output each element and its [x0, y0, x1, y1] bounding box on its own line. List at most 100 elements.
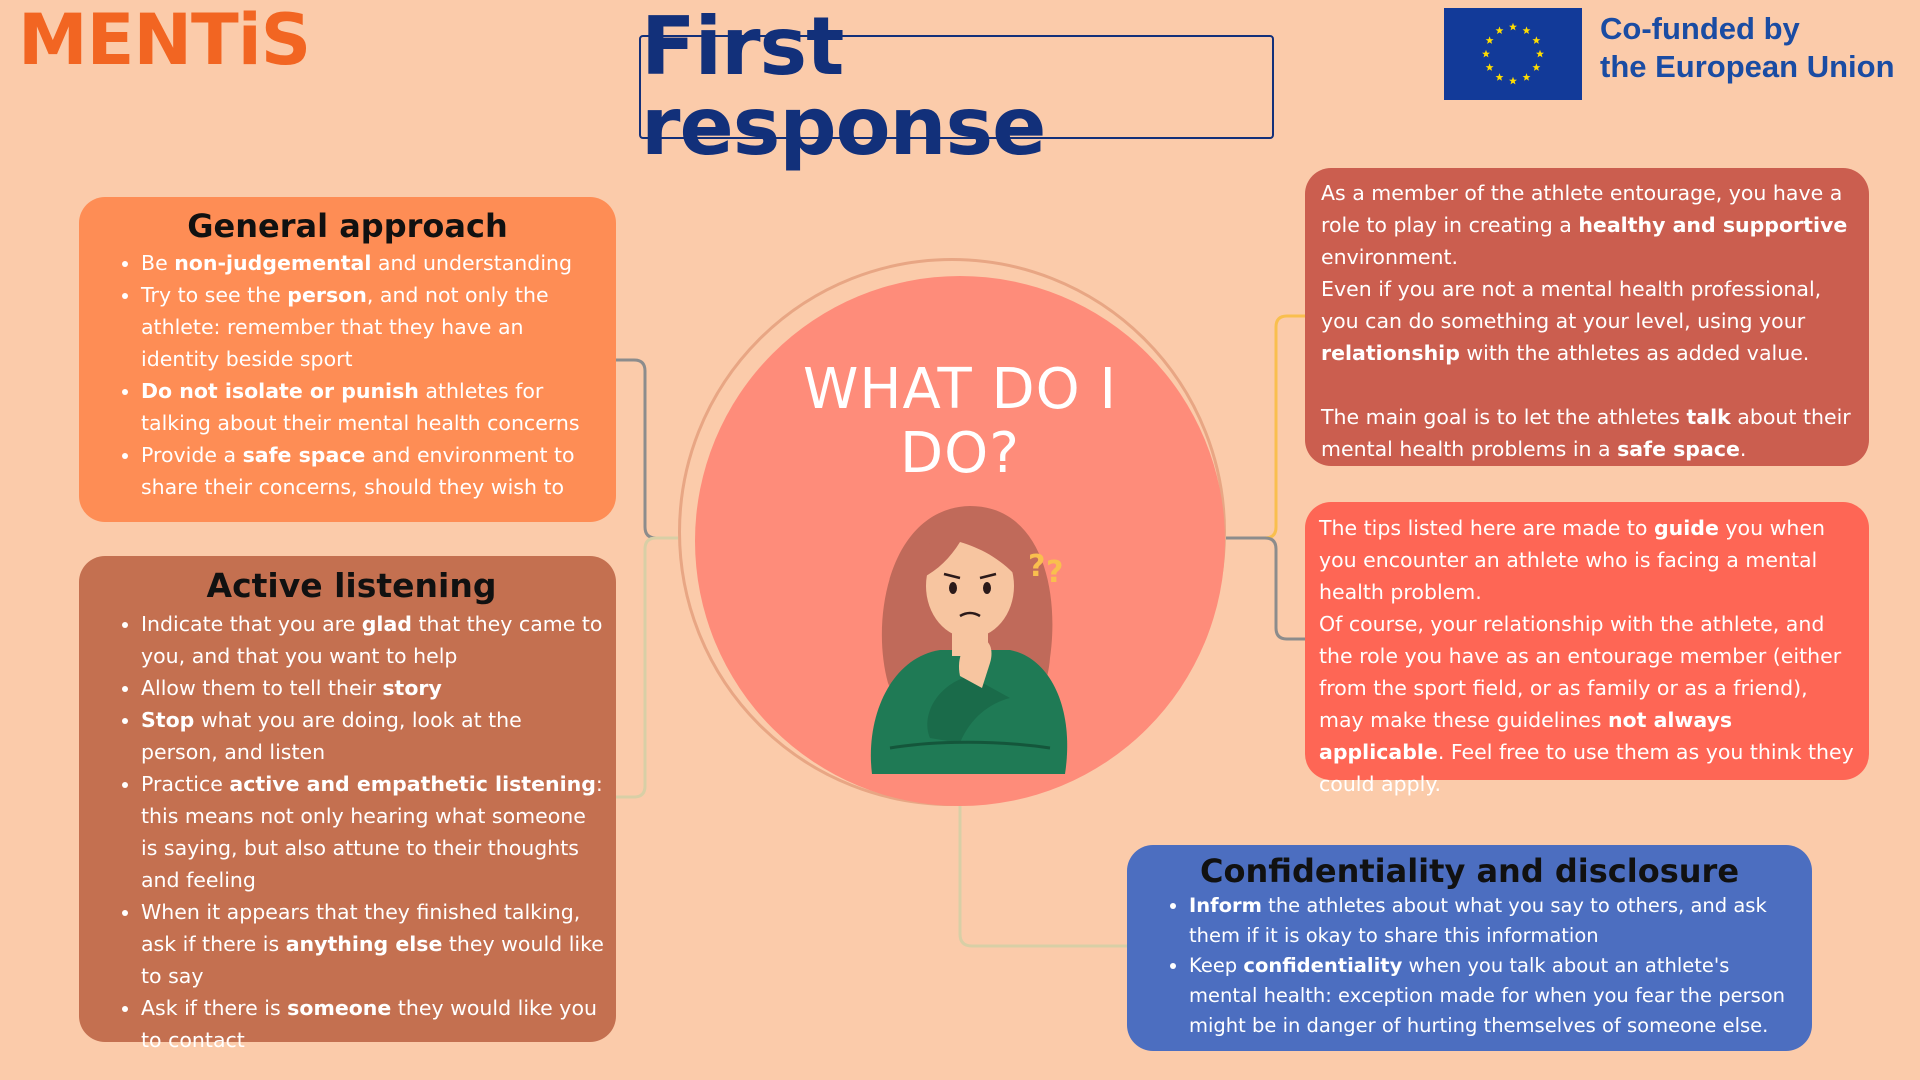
body-text: they would like to say: [141, 932, 604, 988]
connector-active: [616, 536, 678, 799]
entourage-role-card: As a member of the athlete entourage, yo…: [1305, 168, 1869, 466]
connector-confidentiality: [958, 806, 1127, 948]
eu-star-icon: [1536, 49, 1544, 58]
body-text: and understanding: [371, 251, 573, 275]
emphasis-text: anything else: [285, 932, 443, 956]
eu-star-icon: [1532, 63, 1541, 71]
emphasis-text: guide: [1654, 516, 1719, 540]
eu-funding-line-1: Co-funded by: [1600, 11, 1800, 46]
svg-text:?: ?: [1028, 549, 1045, 584]
eu-star-icon: [1495, 26, 1504, 35]
active-listening-heading: Active listening: [206, 566, 497, 605]
list-item: Inform the athletes about what you say t…: [1189, 891, 1792, 951]
emphasis-text: non-judgemental: [174, 251, 372, 275]
body-text: that they came to you, and that you want…: [141, 612, 603, 668]
body-text: Even if you are not a mental health prof…: [1321, 277, 1822, 333]
emphasis-text: healthy and supportive: [1578, 213, 1848, 237]
general-approach-list: Be non-judgemental and understanding Try…: [99, 247, 596, 503]
connector-tips: [1226, 536, 1305, 641]
emphasis-text: safe space: [1617, 437, 1740, 461]
body-text: and environment to share their concerns,…: [141, 443, 575, 499]
body-text: Of course, your relationship with the at…: [1319, 612, 1842, 732]
list-item: Keep confidentiality when you talk about…: [1189, 951, 1792, 1041]
list-item: Ask if there is someone they would like …: [141, 992, 604, 1056]
emphasis-text: relationship: [1321, 341, 1460, 365]
eu-star-icon: [1522, 26, 1531, 35]
body-text: Ask if there is: [141, 996, 288, 1020]
body-text: with the athletes as added value.: [1459, 341, 1810, 365]
body-text: . Feel free to use them as you think the…: [1319, 740, 1854, 796]
body-text: The main goal is to let the athletes: [1321, 405, 1687, 429]
emphasis-text: safe space: [242, 443, 366, 467]
svg-text:?: ?: [1046, 555, 1063, 590]
body-text: Allow them to tell their: [141, 676, 383, 700]
tips-paragraph: Of course, your relationship with the at…: [1319, 608, 1857, 800]
confidentiality-list: Inform the athletes about what you say t…: [1147, 891, 1792, 1041]
emphasis-text: glad: [361, 612, 412, 636]
list-item: When it appears that they finished talki…: [141, 896, 604, 992]
confidentiality-card: Confidentiality and disclosure Inform th…: [1127, 845, 1812, 1051]
confidentiality-heading: Confidentiality and disclosure: [1199, 852, 1740, 890]
list-item: Indicate that you are glad that they cam…: [141, 608, 604, 672]
body-text: Be: [141, 251, 175, 275]
eu-star-icon: [1522, 73, 1531, 81]
emphasis-text: not always applicable: [1319, 708, 1733, 764]
tips-paragraph: The tips listed here are made to guide y…: [1319, 512, 1857, 608]
title-box: First response: [639, 7, 1274, 167]
eu-star-icon: [1509, 76, 1517, 85]
page-title: First response: [641, 0, 1046, 173]
general-approach-heading: General approach: [187, 207, 508, 245]
eu-star-icon: [1482, 49, 1490, 58]
body-text: environment.: [1321, 245, 1459, 269]
list-item: Try to see the person, and not only the …: [141, 279, 596, 375]
body-text: When it appears that they finished talki…: [141, 900, 581, 956]
eu-star-icon: [1532, 36, 1541, 44]
emphasis-text: story: [382, 676, 442, 700]
general-approach-card: General approach Be non-judgemental and …: [79, 197, 616, 522]
mentis-logo: MENTiS: [18, 0, 311, 81]
active-listening-card: Active listening Indicate that you are g…: [79, 556, 616, 1052]
body-text: , and not only the athlete: remember tha…: [141, 283, 549, 371]
list-item: Be non-judgemental and understanding: [141, 247, 596, 279]
body-text: Keep: [1189, 954, 1244, 977]
body-text: the athletes about what you say to other…: [1189, 894, 1767, 947]
active-listening-list: Indicate that you are glad that they cam…: [99, 608, 604, 1056]
list-item: Do not isolate or punish athletes for ta…: [141, 375, 596, 439]
body-text: Practice: [141, 772, 230, 796]
entourage-paragraph: Even if you are not a mental health prof…: [1321, 273, 1851, 369]
body-text: The tips listed here are made to: [1319, 516, 1654, 540]
eu-flag-icon: [1444, 8, 1582, 100]
body-text: they would like you to contact: [141, 996, 597, 1052]
eu-star-icon: [1485, 63, 1494, 71]
emphasis-text: Stop: [141, 708, 195, 732]
emphasis-text: person: [287, 283, 367, 307]
entourage-paragraph: The main goal is to let the athletes tal…: [1321, 401, 1851, 465]
body-text: you when you encounter an athlete who is…: [1319, 516, 1825, 604]
body-text: Try to see the: [141, 283, 288, 307]
eu-funding-line-2: the European Union: [1600, 49, 1895, 84]
connector-entourage: [1226, 314, 1305, 540]
body-text: As a member of the athlete entourage, yo…: [1321, 181, 1843, 237]
list-item: Provide a safe space and environment to …: [141, 439, 596, 503]
entourage-spacer: [1321, 369, 1851, 401]
emphasis-text: someone: [287, 996, 392, 1020]
tips-note-card: The tips listed here are made to guide y…: [1305, 502, 1869, 796]
body-text: : this means not only hearing what someo…: [141, 772, 603, 892]
body-text: about their mental health problems in a: [1321, 405, 1851, 461]
body-text: .: [1739, 437, 1747, 461]
body-text: Indicate that you are: [141, 612, 362, 636]
eu-star-icon: [1495, 73, 1504, 81]
list-item: Practice active and empathetic listening…: [141, 768, 604, 896]
body-text: when you talk about an athlete's mental …: [1189, 954, 1786, 1037]
eu-star-icon: [1509, 22, 1517, 31]
emphasis-text: Inform: [1189, 894, 1262, 917]
emphasis-text: Do not isolate or punish: [141, 379, 419, 403]
connector-general: [616, 358, 678, 540]
emphasis-text: talk: [1686, 405, 1731, 429]
center-question-line-1: WHAT DO I: [803, 357, 1117, 422]
eu-star-icon: [1485, 36, 1494, 44]
entourage-paragraph: As a member of the athlete entourage, yo…: [1321, 177, 1851, 273]
eu-funding-label: Co-funded by the European Union: [1600, 10, 1915, 86]
emphasis-text: active and empathetic listening: [229, 772, 596, 796]
